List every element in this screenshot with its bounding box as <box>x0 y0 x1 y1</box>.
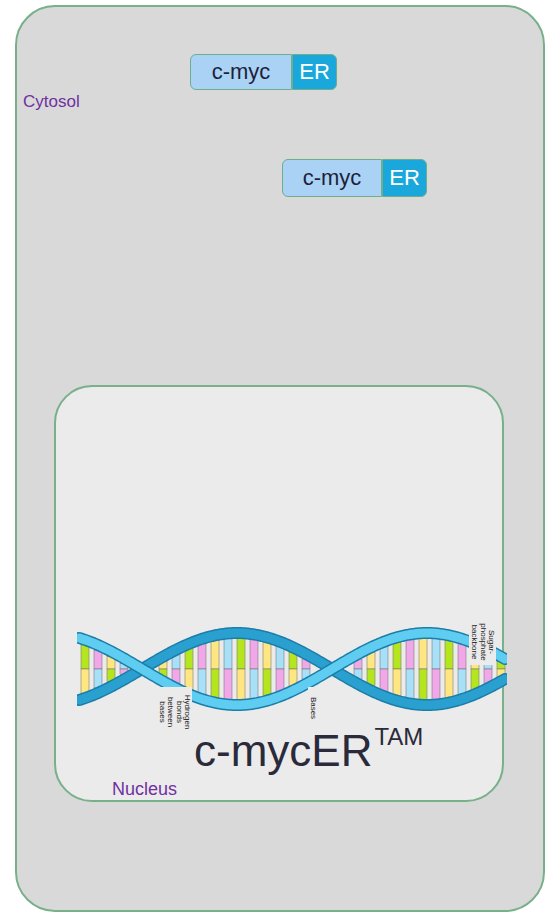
base <box>458 669 466 694</box>
cell-outline: c-mycERc-mycERNucleusc-mycERTAMSugar-pho… <box>15 5 545 912</box>
base <box>237 669 245 700</box>
base <box>185 649 193 669</box>
cmyc-domain: c-myc <box>190 54 292 90</box>
base <box>445 640 453 669</box>
base <box>419 638 427 669</box>
backbone-edge <box>79 633 505 705</box>
base <box>224 669 232 700</box>
domain-label: ER <box>299 60 330 84</box>
base <box>445 669 453 698</box>
base <box>276 669 284 691</box>
gene-superscript: TAM <box>374 725 423 749</box>
sugar-phosphate-backbone <box>79 633 505 705</box>
base <box>406 669 414 699</box>
base <box>237 638 245 669</box>
domain-label: c-myc <box>212 60 271 84</box>
base <box>263 642 271 669</box>
domain-label: c-myc <box>303 166 362 190</box>
helix-annotation: Hydrogen bonds between bases <box>156 687 192 737</box>
domain-label: ER <box>389 166 420 190</box>
base <box>432 638 440 669</box>
er-domain: ER <box>382 159 427 197</box>
base <box>198 644 206 669</box>
base <box>458 644 466 669</box>
sugar-phosphate-backbone <box>79 633 505 705</box>
base <box>211 669 219 698</box>
helix-annotation: Sugar-phosphate backbone <box>469 619 496 665</box>
base <box>406 639 414 669</box>
dna-helix <box>77 619 507 719</box>
er-domain: ER <box>292 54 337 90</box>
base <box>250 669 258 699</box>
base <box>198 669 206 694</box>
cmyc-domain: c-myc <box>282 159 382 197</box>
base <box>471 669 479 689</box>
base <box>432 669 440 700</box>
base <box>393 669 401 696</box>
gene-name: c-mycER <box>194 729 372 773</box>
base <box>224 638 232 669</box>
base <box>380 669 388 691</box>
nucleus-outline: Nucleus c-mycERTAM Sugar-phosphate backbon… <box>54 385 504 802</box>
base <box>276 647 284 669</box>
backbone-edge <box>79 633 505 705</box>
base <box>250 639 258 669</box>
base <box>81 669 89 693</box>
compartment-label: Nucleus <box>112 780 177 800</box>
base <box>211 640 219 669</box>
helix-annotation: Bases <box>308 687 318 729</box>
base <box>81 645 89 669</box>
base <box>380 647 388 669</box>
compartment-label: Cytosol <box>23 93 80 112</box>
base <box>419 669 427 700</box>
base <box>263 669 271 696</box>
base <box>393 642 401 669</box>
